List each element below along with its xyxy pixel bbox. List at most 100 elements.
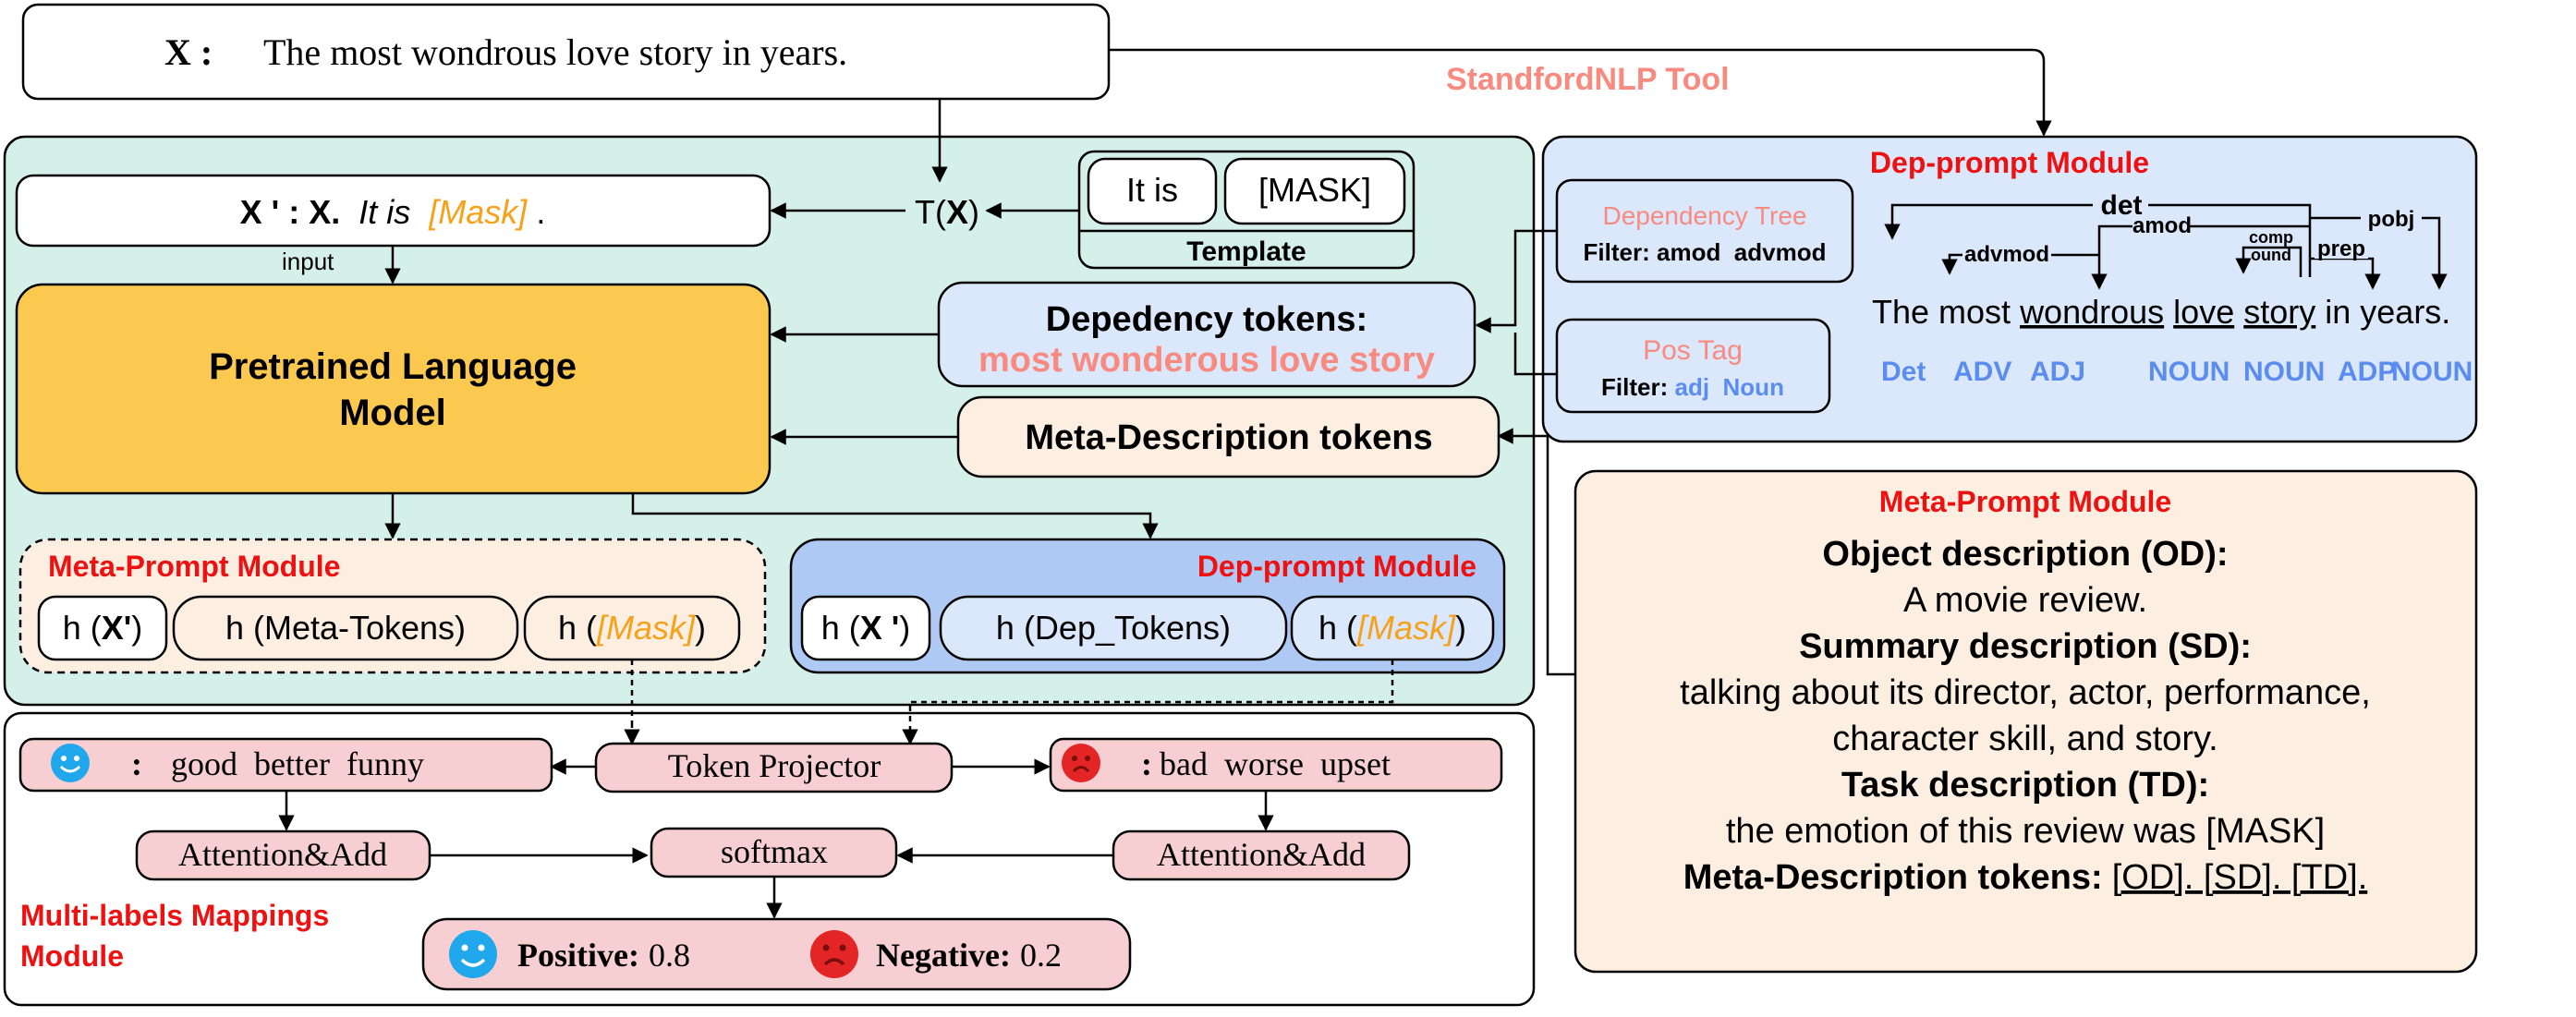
xprime-it-is: It is	[358, 193, 410, 231]
svg-text:Positive:0.8: Positive: 0.8	[517, 937, 690, 974]
tool-arrow	[1109, 48, 2052, 137]
sad-icon	[810, 930, 858, 978]
h-meta-tokens-label: h (Meta-Tokens)	[225, 609, 466, 647]
mdt-value: [OD]. [SD]. [TD].	[2112, 858, 2368, 897]
meta-panel-content: Meta-Prompt Module Object description (O…	[1680, 485, 2371, 897]
h-dep-tokens-label: h (Dep_Tokens)	[996, 609, 1231, 647]
svg-text:Filter: adj Noun: Filter: adj Noun	[1601, 373, 1784, 401]
template-mask-box	[1223, 157, 1406, 225]
pos-tag-item: NOUN	[2243, 357, 2325, 387]
sd-line-2: character skill, and story.	[1832, 720, 2218, 758]
h-mask-right-label: h ([Mask])	[1318, 609, 1466, 647]
input-x-label: X :	[164, 31, 213, 73]
template-box: It is [MASK] Template	[1077, 150, 1416, 270]
relation-advmod: advmod	[1964, 242, 2049, 267]
negative-colon: :	[1141, 745, 1152, 782]
attention-left-label: Attention&Add	[178, 836, 387, 873]
plm-box: Pretrained Language Model	[15, 283, 772, 495]
positive-words-box: : good better funny	[18, 737, 553, 793]
td-title: Task description (TD):	[1841, 766, 2209, 805]
h-dep-tokens-box	[939, 595, 1288, 661]
negative-words: bad worse upset	[1160, 745, 1391, 782]
mask-right-dashed-arrow	[902, 660, 1394, 745]
pos-tag-box: Pos Tag Filter: adj Noun	[1555, 318, 1831, 414]
meta-module-left: Meta-Prompt Module h (X') h (Meta-Tokens…	[18, 538, 767, 674]
softmax-label: softmax	[721, 833, 828, 870]
dependency-relation-labels: det amod pobj advmod comp ound prep	[1962, 190, 2422, 267]
mapping-module-title-1: Multi-labels Mappings	[20, 899, 329, 932]
dependency-tree-filter-value: amod advmod	[1657, 238, 1826, 266]
td-text: the emotion of this review was [MASK]	[1726, 812, 2325, 851]
svg-text:Meta-Description tokens:[OD].: Meta-Description tokens:[OD]. [SD]. [TD]…	[1683, 858, 2368, 897]
smile-icon	[51, 744, 90, 782]
dep-panel-title: Dep-prompt Module	[1870, 146, 2149, 179]
tool-label: StandfordNLP Tool	[1446, 62, 1730, 97]
pos-tag-filter-label: Filter:	[1601, 373, 1668, 401]
meta-tokens-label: Meta-Description tokens	[1025, 418, 1432, 457]
negative-words-box: : bad worse upset	[1049, 737, 1503, 793]
h-mask-left-label: h ([Mask])	[558, 609, 706, 647]
meta-panel-title: Meta-Prompt Module	[1879, 485, 2171, 518]
h-xprime-label: h (X')	[63, 609, 143, 647]
pos-tag-to-tokens-line	[1513, 333, 1557, 376]
template-it-is: It is	[1126, 171, 1178, 209]
od-text: A movie review.	[1903, 581, 2147, 620]
meta-tokens-box: Meta-Description tokens	[956, 395, 1501, 478]
dep-module-left-title: Dep-prompt Module	[1197, 550, 1476, 583]
pos-tag-title: Pos Tag	[1643, 335, 1743, 366]
h-x-dep-box	[800, 595, 931, 661]
dep-tree-to-tokens-arrow	[1475, 229, 1557, 333]
svg-text:Filter: amod advmod: Filter: amod advmod	[1584, 238, 1827, 266]
pos-tags: Det ADV ADJ NOUN NOUN ADP NOUN	[1881, 357, 2473, 387]
dependency-tree-filter-label: Filter:	[1584, 238, 1650, 266]
sad-icon	[1062, 744, 1100, 782]
xprime-end: .	[536, 193, 545, 231]
relation-comp-1: comp	[2249, 228, 2293, 247]
xprime-mask: [Mask]	[428, 193, 528, 231]
pos-tag-item: NOUN	[2148, 357, 2230, 387]
sd-title: Summary description (SD):	[1799, 627, 2252, 666]
softmax-box: softmax	[650, 827, 898, 878]
h-x-dep-label: h (X ')	[821, 609, 911, 647]
plm-line2: Model	[339, 393, 446, 433]
dep-sentence: The most wondrous love story in years.	[1872, 293, 2450, 331]
dependency-tree-box: Dependency Tree Filter: amod advmod	[1555, 178, 1854, 284]
dep-tokens-value: most wonderous love story	[978, 341, 1435, 380]
meta-module-left-title: Meta-Prompt Module	[48, 550, 340, 583]
relation-prep: prep	[2317, 236, 2365, 261]
pos-tag-filter-value: adj Noun	[1675, 373, 1784, 401]
relation-amod: amod	[2132, 213, 2192, 238]
pos-tag-item: ADP	[2338, 357, 2396, 387]
svg-text:Negative:0.2: Negative:0.2	[876, 937, 1062, 974]
negative-label: Negative:	[876, 937, 1011, 974]
token-projector-label: Token Projector	[668, 747, 881, 784]
mdt-label: Meta-Description tokens:	[1683, 858, 2103, 897]
template-mask: [MASK]	[1258, 171, 1371, 209]
xprime-x: X ' : X.	[240, 193, 341, 231]
meta-panel	[1574, 469, 2478, 974]
pos-tag-item: ADJ	[2030, 357, 2085, 387]
relation-comp-2: ound	[2251, 246, 2291, 264]
attention-right-box: Attention&Add	[1112, 829, 1411, 881]
tx-label: T(X)	[915, 193, 979, 231]
h-xprime-box	[37, 595, 168, 661]
pos-tag-item: Det	[1881, 357, 1926, 387]
meta-panel-to-tokens-arrow	[1497, 428, 1575, 676]
xprime-box: X ' : X. It is [Mask] .	[15, 174, 772, 248]
negative-value: 0.2	[1020, 937, 1062, 974]
positive-value: 0.8	[649, 937, 690, 974]
input-sentence: The most wondrous love story in years.	[263, 31, 847, 73]
dep-tokens-title: Depedency tokens:	[1046, 300, 1367, 339]
dep-tokens-box: Depedency tokens: most wonderous love st…	[937, 281, 1476, 388]
plm-line1: Pretrained Language	[209, 346, 577, 387]
dependency-tree-title: Dependency Tree	[1602, 201, 1806, 230]
positive-label: Positive:	[517, 937, 639, 974]
od-title: Object description (OD):	[1822, 535, 2228, 574]
smile-icon	[449, 930, 497, 978]
template-it-is-box	[1087, 157, 1218, 225]
result-box: Positive: 0.8 Negative:0.2	[421, 917, 1132, 991]
svg-text:X ' : X. It is [Ma: X ' : X. It is [Mask] .	[240, 193, 546, 231]
sd-line-1: talking about its director, actor, perfo…	[1680, 673, 2371, 712]
template-label: Template	[1186, 236, 1306, 267]
